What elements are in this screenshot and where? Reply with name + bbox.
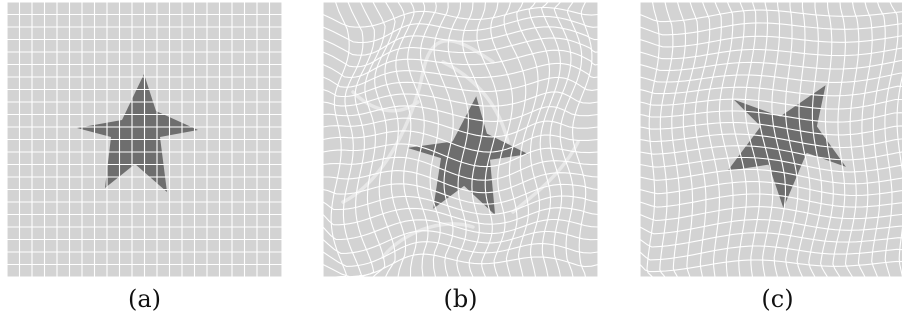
panel-b-grid-hline [323, 253, 598, 277]
panel-c-image [640, 2, 902, 277]
panel-b [323, 2, 598, 277]
panel-b-grid-hline [323, 183, 598, 205]
panel-c-grid-hline [640, 232, 902, 248]
panel-c-grid-vline [857, 2, 873, 277]
panel-c-grid-vline [832, 2, 846, 277]
panel-b-image [323, 2, 598, 277]
panel-c-grid-hline [640, 193, 902, 208]
panel-c-grid-vline [896, 75, 902, 277]
panel-c-grid-hline [640, 259, 902, 273]
caption-c: (c) [761, 285, 794, 313]
panel-b-grid-vline [503, 2, 527, 277]
panel-c-grid-vline [884, 2, 899, 277]
panel-c-grid-hline [640, 145, 902, 161]
caption-a: (a) [127, 285, 162, 313]
panel-c-grid-vline [871, 2, 886, 277]
panel-b-star [407, 96, 529, 215]
panel-c-grid-vline [808, 2, 823, 277]
panel-a [7, 2, 282, 277]
panel-b-grid [323, 2, 598, 277]
panel-c-grid-hline [640, 245, 902, 261]
panel-b-grid-hline [323, 195, 598, 216]
panel-c-grid-hline [640, 206, 902, 222]
panel-a-star [77, 74, 198, 192]
panel-c-grid-vline [820, 2, 834, 277]
panel-b-grid-hline [323, 230, 598, 254]
panel-c-star [727, 85, 846, 209]
panel-c-grid [640, 2, 902, 277]
panel-b-grid-vline [539, 2, 561, 277]
panel-a-image [7, 2, 282, 277]
panel-b-grid-hline [323, 143, 598, 168]
panel-c [640, 2, 902, 277]
panel-a-grid [7, 2, 282, 277]
panel-b-grid-vline [490, 2, 514, 277]
panel-b-smear-2 [441, 60, 510, 144]
panel-b-grid-vline [572, 2, 593, 277]
panel-b-grid-hline [323, 170, 598, 194]
caption-b: (b) [443, 285, 478, 313]
panel-b-smear-3 [511, 140, 580, 214]
panel-b-grid-hline [323, 218, 598, 241]
panel-b-grid-vline [476, 2, 499, 277]
panel-b-grid-hline [323, 156, 598, 181]
panel-c-grid-hline [640, 181, 902, 197]
panel-b-grid-hline [323, 207, 598, 226]
panel-c-grid-vline [796, 2, 811, 277]
panel-b-grid-hline [323, 130, 598, 153]
panel-b-smear-4 [351, 90, 420, 113]
panel-b-grid-hline [323, 241, 598, 267]
panel-c-grid-hline [640, 219, 902, 235]
panel-b-grid-vline [516, 2, 539, 277]
panel-c-grid-hline [640, 133, 902, 149]
panel-b-smear-1 [381, 222, 475, 259]
panel-c-grid-hline [640, 156, 902, 173]
panel-b-grid-vline [528, 2, 551, 277]
panel-b-grid-vline [549, 2, 572, 277]
panel-b-grid-vline [462, 2, 485, 277]
panel-c-grid-vline [784, 2, 799, 277]
panel-b-grid-vline [559, 2, 583, 277]
panel-c-grid-hline [640, 168, 902, 185]
panel-c-grid-vline [844, 2, 860, 277]
